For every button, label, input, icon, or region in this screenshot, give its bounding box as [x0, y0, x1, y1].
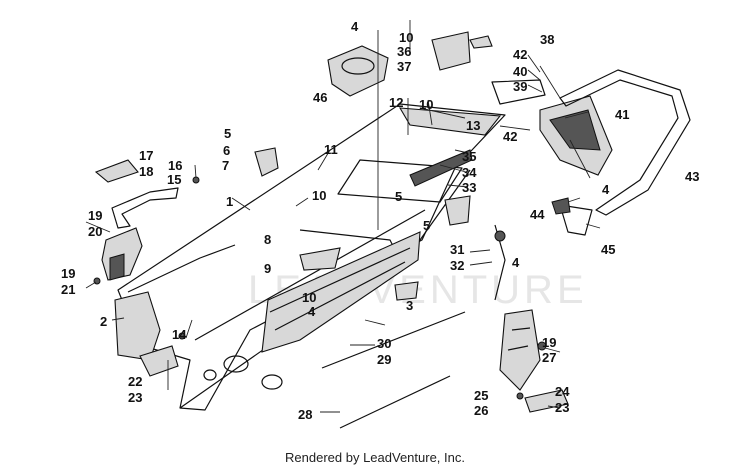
callout-label: 10 — [399, 30, 413, 45]
callout-label: 4 — [602, 182, 610, 197]
callout-label: 31 — [450, 242, 464, 257]
callout-label: 46 — [313, 90, 327, 105]
callout-label: 21 — [61, 282, 75, 297]
callout-label: 13 — [466, 118, 480, 133]
callout-label: 10 — [419, 97, 433, 112]
callout-label: 44 — [530, 207, 545, 222]
callout-label: 42 — [513, 47, 527, 62]
callout-label: 42 — [503, 129, 517, 144]
callout-label: 3 — [406, 298, 413, 313]
callout-label: 19 — [61, 266, 75, 281]
callout-label: 14 — [172, 327, 187, 342]
callout-label: 16 — [168, 158, 182, 173]
callout-label: 4 — [351, 19, 359, 34]
callout-label: 4 — [512, 255, 520, 270]
callout-label: 15 — [167, 172, 181, 187]
callout-label: 19 — [88, 208, 102, 223]
callout-label: 10 — [302, 290, 316, 305]
callout-label: 29 — [377, 352, 391, 367]
callout-label: 10 — [312, 188, 326, 203]
callout-label: 1 — [226, 194, 233, 209]
callout-label: 39 — [513, 79, 527, 94]
callout-label: 19 — [542, 335, 556, 350]
leader-lines — [85, 20, 601, 413]
callout-label: 12 — [389, 95, 403, 110]
callout-label: 27 — [542, 350, 556, 365]
callout-label: 5 — [224, 126, 231, 141]
callout-label: 40 — [513, 64, 527, 79]
callout-label: 26 — [474, 403, 488, 418]
callout-label: 25 — [474, 388, 488, 403]
callout-label: 9 — [264, 261, 271, 276]
callout-label: 4 — [308, 304, 316, 319]
callout-label: 23 — [128, 390, 142, 405]
callout-label: 35 — [462, 149, 476, 164]
callout-label: 32 — [450, 258, 464, 273]
callout-label: 30 — [377, 336, 391, 351]
callout-label: 7 — [222, 158, 229, 173]
callout-labels: 1 2 3 4 4 4 4 5 5 5 6 7 8 9 10 10 10 10 … — [61, 19, 699, 422]
callout-label: 43 — [685, 169, 699, 184]
callout-label: 18 — [139, 164, 153, 179]
callout-label: 24 — [555, 384, 570, 399]
callout-label: 6 — [223, 143, 230, 158]
callout-label: 37 — [397, 59, 411, 74]
callout-label: 28 — [298, 407, 312, 422]
left-parts — [93, 159, 200, 377]
callout-label: 8 — [264, 232, 271, 247]
callout-label: 5 — [395, 189, 402, 204]
callout-label: 34 — [462, 165, 477, 180]
callout-label: 2 — [100, 314, 107, 329]
callout-label: 22 — [128, 374, 142, 389]
callout-label: 17 — [139, 148, 153, 163]
callout-label: 45 — [601, 242, 615, 257]
callout-label: 5 — [423, 218, 430, 233]
callout-label: 36 — [397, 44, 411, 59]
callout-label: 33 — [462, 180, 476, 195]
footer-credit: Rendered by LeadVenture, Inc. — [285, 450, 465, 465]
callout-label: 11 — [324, 142, 338, 157]
callout-label: 41 — [615, 107, 629, 122]
tunnel-assembly — [114, 103, 506, 411]
rear-parts — [327, 31, 691, 236]
callout-label: 38 — [540, 32, 554, 47]
callout-label: 23 — [555, 400, 569, 415]
callout-label: 20 — [88, 224, 102, 239]
lower-right-parts — [321, 224, 569, 429]
